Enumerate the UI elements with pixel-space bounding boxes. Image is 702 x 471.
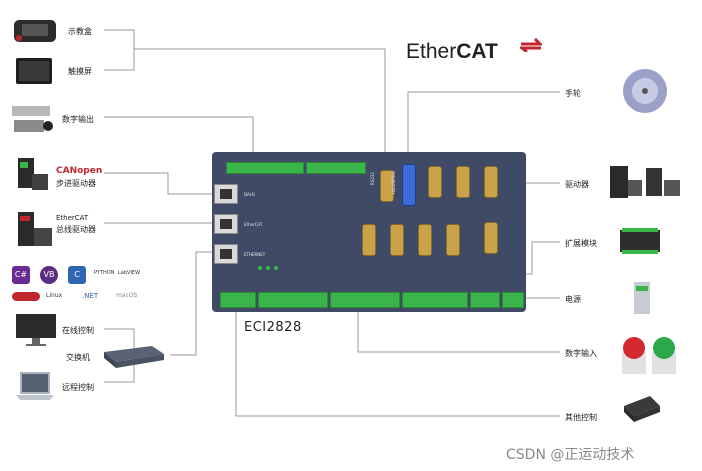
switch-label: 交换机 bbox=[66, 353, 90, 362]
handwheel-label: 手轮 bbox=[565, 89, 581, 98]
touch-screen-label: 触摸屏 bbox=[68, 67, 92, 76]
axis-port-8 bbox=[484, 222, 498, 254]
stepper-driver-label: 步进驱动器 bbox=[56, 179, 96, 188]
apple-icon bbox=[12, 292, 40, 301]
ethernet-port bbox=[214, 244, 238, 264]
ethernet-port-label: ETHERNET bbox=[244, 252, 266, 257]
bottom-terminal-block-4 bbox=[402, 292, 468, 308]
top-terminal-block-2 bbox=[306, 162, 366, 174]
axis-port-1 bbox=[428, 166, 442, 198]
linux-icon: Linux bbox=[46, 292, 63, 299]
axis-port-3 bbox=[484, 166, 498, 198]
logo-cat: CAT bbox=[456, 40, 498, 63]
bottom-terminal-block-2 bbox=[258, 292, 328, 308]
dah1-label: DAH1 bbox=[244, 192, 256, 197]
axis-port-6 bbox=[418, 224, 432, 256]
axis-port-7 bbox=[446, 224, 460, 256]
status-led bbox=[266, 266, 270, 270]
other-control-label: 其他控制 bbox=[565, 413, 597, 422]
logo-ether: Ether bbox=[406, 40, 457, 63]
power-label: 电源 bbox=[565, 295, 581, 304]
teach-pendant-icon bbox=[14, 20, 56, 42]
handwheel-icon bbox=[623, 69, 667, 113]
labview-icon: LabVIEW bbox=[118, 270, 141, 276]
python-icon: PYTHON bbox=[94, 270, 115, 276]
watermark: CSDN @正运动技术 bbox=[506, 447, 635, 463]
touch-screen-icon bbox=[16, 58, 52, 84]
csharp-icon: C# bbox=[12, 266, 30, 284]
bottom-terminal-block-5 bbox=[470, 292, 500, 308]
dotnet-icon: .NET bbox=[82, 292, 99, 300]
handwheel-port-label: HandWheel bbox=[391, 170, 397, 195]
model-label: ECI2828 bbox=[244, 320, 302, 335]
top-terminal-block bbox=[226, 162, 304, 174]
rs232-port bbox=[380, 170, 394, 202]
stepper-motor-icon bbox=[18, 158, 48, 190]
host-control-label: 在线控制 bbox=[62, 326, 94, 335]
axis-port-4 bbox=[362, 224, 376, 256]
axis-port-2 bbox=[456, 166, 470, 198]
expansion-module-icon bbox=[620, 228, 660, 254]
remote-control-label: 远程控制 bbox=[62, 383, 94, 392]
expansion-label: 扩展模块 bbox=[565, 239, 597, 248]
rs232-label: RS232 bbox=[369, 172, 375, 185]
handwheel-port bbox=[402, 164, 416, 206]
power-supply-icon bbox=[634, 282, 650, 314]
power-terminal-block bbox=[502, 292, 524, 308]
digital-input-label: 数字输入 bbox=[565, 349, 597, 358]
switch-icon bbox=[104, 346, 164, 368]
ethercat-logo: EtherCAT bbox=[406, 38, 542, 64]
vb-icon: VB bbox=[40, 266, 58, 284]
monitor-icon bbox=[16, 314, 56, 346]
axis-port-5 bbox=[390, 224, 404, 256]
bottom-terminal-block-3 bbox=[330, 292, 400, 308]
servo-motor-icon bbox=[18, 212, 52, 246]
c-icon: C bbox=[68, 266, 86, 284]
controller-board: DAH1 EtherCAT ETHERNET RS232 HandWheel bbox=[212, 152, 526, 312]
macos-icon: macOS bbox=[116, 292, 138, 299]
status-led bbox=[274, 266, 278, 270]
digital-output-label: 数字输出 bbox=[62, 115, 94, 124]
status-led bbox=[258, 266, 262, 270]
laptop-icon bbox=[16, 372, 54, 400]
teach-pendant-label: 示教盒 bbox=[68, 27, 92, 36]
bottom-terminal-block-1 bbox=[220, 292, 256, 308]
ethercat-port bbox=[214, 214, 238, 234]
ethercat-port-label: EtherCAT bbox=[244, 222, 263, 227]
controller-module-icon bbox=[624, 396, 660, 422]
dah1-port bbox=[214, 184, 238, 204]
servo-drive-icon bbox=[610, 166, 680, 198]
arrow-icon bbox=[520, 38, 542, 52]
ethercat-small-logo: EtherCAT bbox=[56, 214, 89, 222]
push-button-icon bbox=[622, 337, 676, 374]
driver-label: 驱动器 bbox=[565, 180, 589, 189]
cylinder-icon bbox=[12, 106, 53, 132]
canopen-logo: CANopen bbox=[56, 166, 103, 176]
bus-driver-label: 总线驱动器 bbox=[56, 225, 96, 234]
